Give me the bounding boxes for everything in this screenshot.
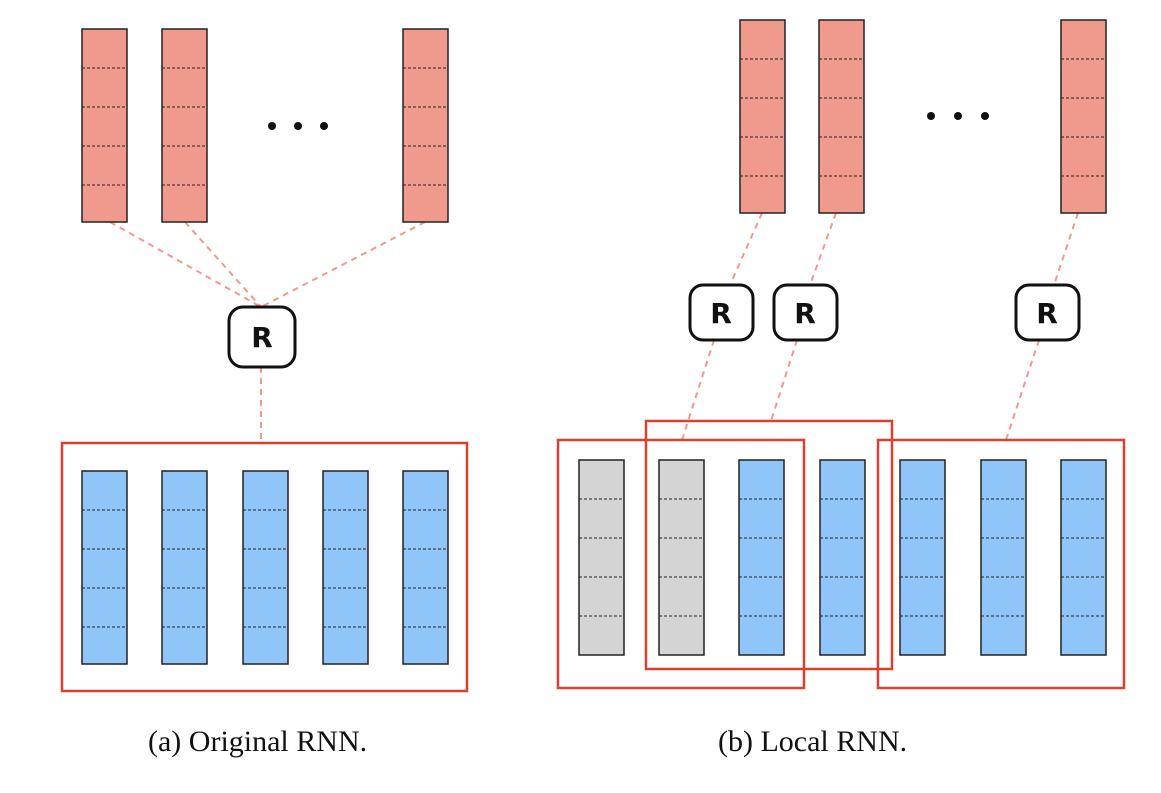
input-vector: [819, 459, 866, 656]
window-box: [876, 438, 1126, 690]
r-node-label: R: [710, 297, 732, 330]
output-columns-a: [81, 28, 449, 223]
panel-local-rnn: R R R: [556, 19, 1126, 690]
input-vector: [980, 459, 1027, 656]
window-box: [644, 419, 894, 671]
connector-line: [770, 339, 798, 422]
padding-vector: [578, 459, 625, 656]
r-node-label: R: [251, 321, 273, 354]
output-vector: [402, 28, 449, 223]
r-node: R: [1014, 283, 1081, 342]
ellipsis-a: [268, 122, 328, 130]
input-vector: [899, 459, 946, 656]
r-node-label: R: [1036, 297, 1058, 330]
connector-line: [1053, 212, 1079, 286]
padding-vector: [658, 459, 705, 656]
output-vector: [739, 19, 786, 214]
connectors-a: [109, 221, 426, 443]
input-columns-a: [81, 470, 449, 665]
connector-line: [1005, 339, 1040, 441]
panel-original-rnn: R: [60, 28, 469, 693]
input-vector: [322, 470, 369, 665]
output-vector: [81, 28, 128, 223]
r-node: R: [227, 305, 297, 369]
output-vector: [818, 19, 865, 214]
window-box: [556, 438, 806, 690]
connector-line: [729, 212, 763, 286]
connectors-b: [681, 212, 1079, 441]
connector-line: [184, 221, 262, 308]
input-vector: [242, 470, 289, 665]
input-vector: [402, 470, 449, 665]
input-vector: [1060, 459, 1107, 656]
connector-line: [809, 212, 837, 286]
window-box: [60, 441, 469, 693]
r-node: R: [772, 283, 839, 342]
output-vector: [161, 28, 208, 223]
r-node-label: R: [794, 297, 816, 330]
input-vector: [161, 470, 208, 665]
ellipsis-b: [927, 112, 989, 120]
caption-local-rnn: (b) Local RNN.: [718, 725, 908, 758]
input-vector: [81, 470, 128, 665]
connector-line: [681, 339, 715, 441]
output-vector: [1060, 19, 1107, 214]
input-vector: [738, 459, 785, 656]
connector-line: [260, 221, 426, 308]
connector-line: [109, 221, 262, 308]
input-columns-b: [578, 459, 1107, 656]
r-node: R: [688, 283, 755, 342]
output-columns-b: [739, 19, 1107, 214]
caption-original-rnn: (a) Original RNN.: [148, 725, 368, 758]
